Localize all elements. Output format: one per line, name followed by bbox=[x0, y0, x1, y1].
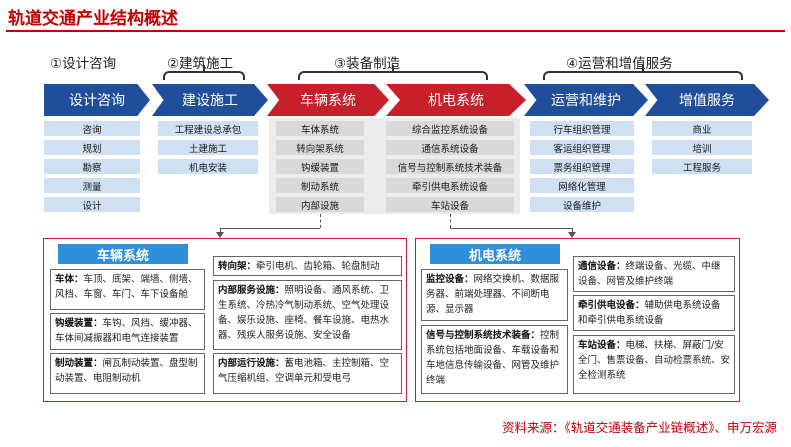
connector-electro-down bbox=[572, 228, 573, 234]
stage-design: ①设计咨询 bbox=[50, 56, 117, 72]
item-passenger-ops: 客运组织管理 bbox=[530, 140, 634, 155]
card-label: 制动装置： bbox=[55, 358, 103, 369]
card-text: 终端设备、光缆、中继设备、网管及维护终端 bbox=[578, 261, 721, 287]
card-coupler: 钩缓装置：车钩、风挡、缓冲器、车体间减振器和电气连接装置 bbox=[50, 313, 205, 350]
card-communication: 通信设备：终端设备、光缆、中继设备、网管及维护终端 bbox=[573, 256, 735, 292]
title-underline bbox=[6, 30, 785, 32]
item-consulting: 咨询 bbox=[44, 121, 140, 136]
connector-vehicle-h bbox=[220, 228, 320, 229]
item-maintenance: 设备维护 bbox=[530, 197, 634, 212]
card-label: 通信设备： bbox=[578, 261, 626, 272]
item-survey: 勘察 bbox=[44, 159, 140, 174]
arrow-down-icon bbox=[568, 232, 576, 238]
card-traction: 牵引供电设备：辅助供电系统设备和牵引供电系统设备 bbox=[573, 295, 735, 331]
connector-electro-h bbox=[450, 228, 572, 229]
card-label: 车体： bbox=[55, 274, 84, 285]
card-label: 信号与控制系统技术装备： bbox=[426, 330, 541, 341]
item-carbody: 车体系统 bbox=[276, 121, 364, 136]
stage-construction: ②建筑施工 bbox=[167, 56, 234, 72]
vehicle-panel-header: 车辆系统 bbox=[58, 244, 188, 264]
item-coupler: 钩缓装置 bbox=[276, 159, 364, 174]
item-brake: 制动系统 bbox=[276, 178, 364, 193]
card-monitoring: 监控设备：网络交换机、数据服务器、前端处理器、不间断电源、显示器 bbox=[421, 269, 568, 321]
card-label: 转向架： bbox=[218, 261, 257, 272]
brace-tip bbox=[392, 65, 394, 71]
card-label: 钩缓装置： bbox=[55, 318, 103, 329]
chevron-electromechanical: 机电系统 bbox=[386, 84, 526, 116]
card-text: 蓄电池箱、主控制箱、空气压缩机组、空调单元和受电弓 bbox=[218, 358, 390, 384]
item-measurement: 测量 bbox=[44, 178, 140, 193]
item-design: 设计 bbox=[44, 197, 140, 212]
chevron-vehicle: 车辆系统 bbox=[267, 84, 389, 116]
page-title: 轨道交通产业结构概述 bbox=[8, 9, 178, 29]
item-ticketing: 票务组织管理 bbox=[530, 159, 634, 174]
card-label: 车站设备： bbox=[578, 340, 626, 351]
brace-operation bbox=[543, 71, 743, 80]
electro-panel-header: 机电系统 bbox=[430, 244, 560, 264]
item-engineering-service: 工程服务 bbox=[652, 159, 752, 174]
brace-tip bbox=[203, 65, 205, 71]
item-interior: 内部设施 bbox=[276, 197, 364, 212]
card-text: 网络交换机、数据服务器、前端处理器、不间断电源、显示器 bbox=[426, 274, 560, 315]
chevron-construction: 建设施工 bbox=[152, 84, 268, 116]
card-label: 监控设备： bbox=[426, 274, 474, 285]
brace-construction bbox=[163, 71, 245, 80]
item-planning: 规划 bbox=[44, 140, 140, 155]
card-brake: 制动装置：闸瓦制动装置、盘型制动装置、电阻制动机 bbox=[50, 353, 205, 394]
card-text: 牵引电机、齿轮箱、轮盘制动 bbox=[256, 261, 380, 272]
connector-electro bbox=[450, 214, 451, 228]
item-signal: 信号与控制系统技术装备 bbox=[386, 159, 514, 174]
connector-vehicle bbox=[320, 214, 321, 228]
chevron-value-added: 增值服务 bbox=[645, 84, 769, 116]
connector-vehicle-down bbox=[220, 228, 221, 234]
item-station: 车站设备 bbox=[386, 197, 514, 212]
item-mep-install: 机电安装 bbox=[158, 159, 258, 174]
item-network-mgmt: 网络化管理 bbox=[530, 178, 634, 193]
item-traction: 牵引供电系统设备 bbox=[386, 178, 514, 193]
card-carbody: 车体：车顶、底架、端墙、侧墙、风挡、车窗、车门、车下设备舱 bbox=[50, 269, 205, 310]
card-text: 辅助供电系统设备和牵引供电系统设备 bbox=[578, 300, 721, 326]
arrow-down-icon bbox=[216, 232, 224, 238]
brace-manufacturing bbox=[298, 71, 488, 80]
brace-tip bbox=[642, 65, 644, 71]
card-bogie: 转向架：牵引电机、齿轮箱、轮盘制动 bbox=[213, 256, 402, 276]
item-train-ops: 行车组织管理 bbox=[530, 121, 634, 136]
source-note: 资料来源：《轨道交通装备产业链概述》、申万宏源 bbox=[501, 420, 777, 435]
card-text: 车钩、风挡、缓冲器、车体间减振器和电气连接装置 bbox=[55, 318, 198, 344]
chevron-design: 设计咨询 bbox=[44, 84, 150, 116]
card-text: 控制系统包括地面设备、车载设备和车地信息传输设备、网管及维护终端 bbox=[426, 330, 560, 386]
card-text: 照明设备、通风系统、卫生系统、冷热冷气制动系统、空气处理设备、娱乐设施、座椅、餐… bbox=[218, 285, 390, 341]
card-text: 闸瓦制动装置、盘型制动装置、电阻制动机 bbox=[55, 358, 198, 384]
item-communication: 通信系统设备 bbox=[386, 140, 514, 155]
item-civil: 土建施工 bbox=[158, 140, 258, 155]
card-interior-operation: 内部运行设施：蓄电池箱、主控制箱、空气压缩机组、空调单元和受电弓 bbox=[213, 353, 402, 394]
item-training: 培训 bbox=[652, 140, 752, 155]
card-station: 车站设备：电梯、扶梯、屏蔽门/安全门、售票设备、自动检票系统、安全检测系统 bbox=[573, 335, 735, 394]
stage-operation: ④运营和增值服务 bbox=[566, 56, 673, 72]
item-epc: 工程建设总承包 bbox=[158, 121, 258, 136]
item-bogie: 转向架系统 bbox=[276, 140, 364, 155]
card-text: 电梯、扶梯、屏蔽门/安全门、售票设备、自动检票系统、安全检测系统 bbox=[578, 340, 731, 381]
card-signal: 信号与控制系统技术装备：控制系统包括地面设备、车载设备和车地信息传输设备、网管及… bbox=[421, 325, 568, 394]
chevron-operation: 运营和维护 bbox=[524, 84, 648, 116]
item-commerce: 商业 bbox=[652, 121, 752, 136]
card-label: 牵引供电设备： bbox=[578, 300, 645, 311]
card-label: 内部运行设施： bbox=[218, 358, 285, 369]
card-interior-service: 内部服务设施：照明设备、通风系统、卫生系统、冷热冷气制动系统、空气处理设备、娱乐… bbox=[213, 280, 402, 350]
card-text: 车顶、底架、端墙、侧墙、风挡、车窗、车门、车下设备舱 bbox=[55, 274, 198, 300]
stage-manufacturing: ③装备制造 bbox=[334, 56, 401, 72]
card-label: 内部服务设施： bbox=[218, 285, 285, 296]
item-monitoring: 综合监控系统设备 bbox=[386, 121, 514, 136]
